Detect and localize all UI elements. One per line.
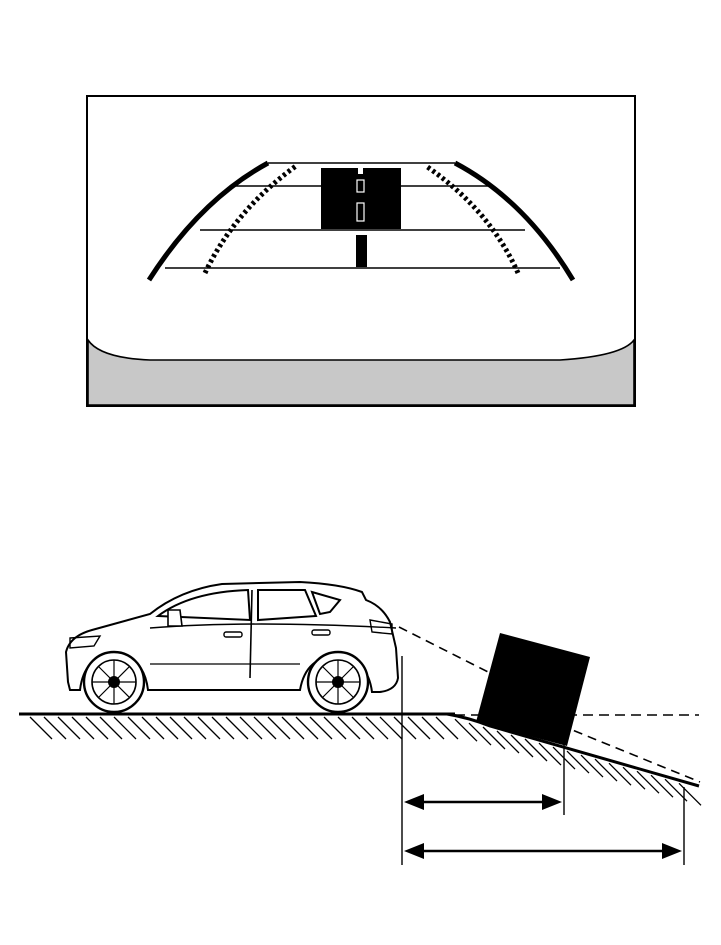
- obstacle-top-mark: [358, 167, 363, 174]
- downhill-slope-line: [446, 712, 700, 788]
- taillight: [369, 619, 393, 635]
- front-door-handle: [223, 631, 243, 638]
- obstacle-box: [321, 168, 401, 229]
- flat-ground-hatched: [29, 716, 459, 740]
- side-view: [19, 580, 702, 865]
- front-wheel: [82, 650, 146, 714]
- camera-screen: [86, 95, 636, 407]
- rear-bumper: [87, 337, 635, 406]
- camera-sight-line-lower: [559, 724, 701, 783]
- obstacle-center-mark-top: [356, 179, 365, 193]
- rear-wheel: [306, 650, 370, 714]
- camera-sight-line-upper: [398, 626, 501, 679]
- rear-quarter-glass: [310, 590, 342, 616]
- box-on-slope: [476, 633, 590, 746]
- left-outer-guide-line: [146, 160, 270, 282]
- door-line-front: [249, 589, 253, 679]
- right-outer-guide-line: [453, 160, 576, 282]
- side-mirror: [167, 609, 183, 627]
- suv-side-view: [64, 580, 400, 714]
- apparent-distance-arrow: [404, 794, 562, 810]
- rear-window: [257, 589, 318, 622]
- obstacle-center-mark-bottom: [356, 202, 365, 222]
- center-guide-segment: [356, 235, 367, 267]
- actual-distance-arrow: [404, 843, 682, 859]
- rear-door-handle: [311, 629, 331, 636]
- headlight: [69, 635, 102, 649]
